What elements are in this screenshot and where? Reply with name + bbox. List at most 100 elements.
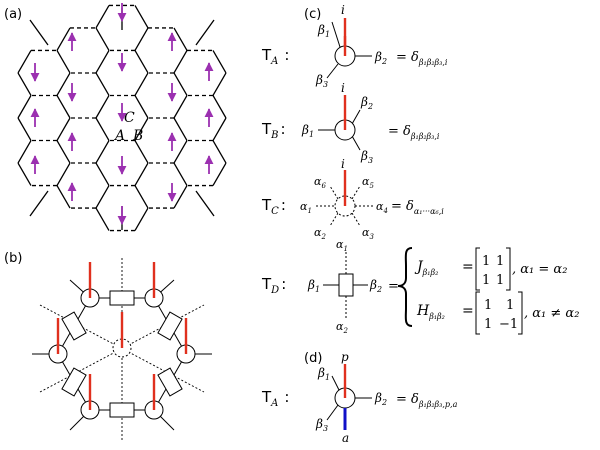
lattice-bond <box>56 162 71 186</box>
lattice-bond <box>56 95 71 119</box>
lattice-bond <box>173 27 188 51</box>
td-case1-eq: = <box>462 259 474 275</box>
td-equals: = <box>388 279 399 294</box>
tc-label-a3: α3 <box>362 226 374 241</box>
tc-bond-legs <box>316 185 374 227</box>
lattice-bond <box>212 162 227 186</box>
lattice-bond <box>95 72 110 96</box>
ta-d-leg-3 <box>326 404 339 421</box>
lattice-bond <box>134 95 149 119</box>
panel-a-label: (a) <box>4 7 22 22</box>
td-name: TD: <box>261 275 286 296</box>
lattice-bond <box>17 140 32 164</box>
panel-c-label: (c) <box>304 7 321 22</box>
td-case1-symbol: Jβ₁β₂ <box>414 259 438 277</box>
lattice-bond <box>17 162 32 186</box>
ta-label-b3: β3 <box>315 73 328 89</box>
td-label-a1: α1 <box>336 238 348 253</box>
lattice-bond <box>134 27 149 51</box>
td-label-b1: β1 <box>307 278 320 294</box>
ta-d-label-b2: β2 <box>374 391 387 407</box>
lattice-bond <box>17 72 32 96</box>
td-case2-bracket-right <box>518 291 523 335</box>
lattice-bond <box>212 117 227 141</box>
lattice-bond <box>195 19 215 46</box>
td-tensor-box <box>109 290 135 306</box>
tb-leg-2 <box>351 109 361 125</box>
ta-d-leg-1 <box>331 375 341 393</box>
lattice-bond <box>134 72 149 96</box>
lattice-bond <box>173 185 188 209</box>
lattice-bond <box>17 50 32 74</box>
tc-label-a2: α2 <box>314 226 326 241</box>
lattice-bond <box>134 162 149 186</box>
site-label-c: C <box>124 110 135 126</box>
lattice-bond <box>134 140 149 164</box>
lattice-bond <box>29 190 49 217</box>
tb-name: TB: <box>261 120 286 141</box>
lattice-bond <box>173 95 188 119</box>
lattice-bond <box>134 185 149 209</box>
td-case2-m10: 1 <box>484 317 492 332</box>
panel-b: (b) <box>4 251 212 440</box>
tensor-ta: TA: i β1 β2 β3 = δβ₁β₂β₃,i <box>261 3 448 89</box>
td-tensor-box <box>157 367 183 397</box>
td-case1-m01: 1 <box>496 254 504 269</box>
tensor-tc: TC: i α6 α5 α1 α4 α2 α3 = δα₁···α₆,i <box>261 157 444 241</box>
tensor-ta-d: TA: p a β1 β2 β3 = δβ₁β₂β₃,p,a <box>261 350 458 445</box>
tb-leg-3 <box>351 135 361 151</box>
lattice-bond <box>95 5 110 29</box>
lattice-bond <box>173 140 188 164</box>
lattice-bond <box>195 190 215 217</box>
ta-equation: = δβ₁β₂β₃,i <box>396 50 448 67</box>
lattice-bond <box>95 117 110 141</box>
tb-label-b1: β1 <box>301 123 314 139</box>
honeycomb-lattice <box>17 4 227 232</box>
panel-b-label: (b) <box>4 251 22 266</box>
td-case2-m01: 1 <box>506 298 514 313</box>
spin-arrows <box>30 3 214 225</box>
tb-label-b2: β2 <box>360 95 373 111</box>
td-tensor-box <box>157 311 183 341</box>
tb-label-b3: β3 <box>360 149 373 165</box>
td-node <box>338 273 354 297</box>
td-tensor-box <box>109 402 135 418</box>
tc-label-a4: α4 <box>376 200 388 215</box>
lattice-bond <box>56 185 71 209</box>
panel-a: (a) A B C <box>4 3 227 232</box>
lattice-bond <box>173 72 188 96</box>
panel-c: (c) TA: i β1 β2 β3 = δβ₁β₂β₃,i TB: i β1 <box>261 3 579 335</box>
tc-label-a6: α6 <box>314 175 326 190</box>
lattice-bond <box>134 117 149 141</box>
td-case1-m10: 1 <box>482 273 490 288</box>
tensor-network <box>32 258 212 440</box>
lattice-bond <box>56 50 71 74</box>
td-case1-m00: 1 <box>482 254 490 269</box>
td-case2-symbol: Hβ₁β₂ <box>416 303 445 321</box>
lattice-bond <box>17 95 32 119</box>
site-label-a: A <box>113 128 125 144</box>
td-label-b2: β2 <box>369 278 382 294</box>
tc-label-i: i <box>341 157 345 171</box>
lattice-bond <box>173 117 188 141</box>
lattice-bond <box>95 207 110 231</box>
ta-d-label-p: p <box>341 350 349 364</box>
td-case2-m00: 1 <box>484 298 492 313</box>
td-case2-m11: −1 <box>499 317 518 332</box>
td-case2-condition: , α₁ ≠ α₂ <box>524 306 579 321</box>
tensor-td: TD: α1 α2 β1 β2 = Jβ₁β₂ = 1 1 1 1 , α₁ =… <box>261 238 579 335</box>
lattice-bond <box>29 19 49 46</box>
td-case2-eq: = <box>462 303 474 319</box>
ta-name: TA: <box>261 46 289 67</box>
td-case1-bracket-right <box>506 247 511 291</box>
td-case2-bracket-left <box>475 291 480 335</box>
td-label-a2: α2 <box>336 320 348 335</box>
tc-label-a5: α5 <box>362 175 374 190</box>
lattice-bond <box>95 162 110 186</box>
ta-label-i: i <box>341 3 345 17</box>
lattice-bond <box>95 27 110 51</box>
tc-label-a1: α1 <box>300 200 312 215</box>
lattice-bond <box>212 72 227 96</box>
lattice-bond <box>134 5 149 29</box>
td-case1-bracket-left <box>475 247 480 291</box>
